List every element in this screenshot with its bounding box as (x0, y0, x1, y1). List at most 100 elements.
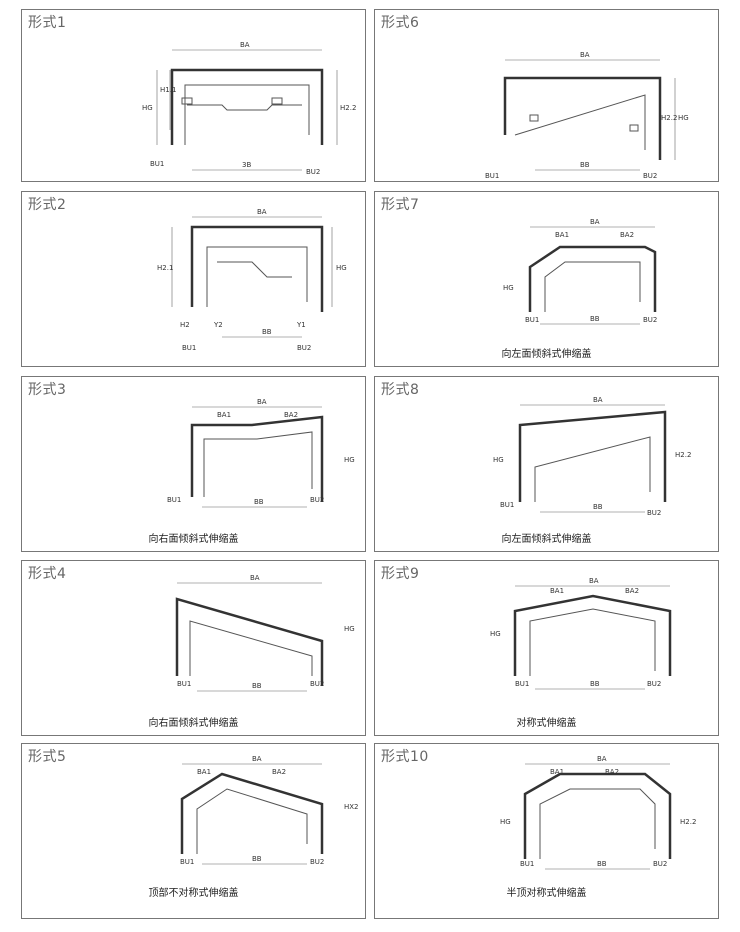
panel-caption: 顶部不对称式伸缩盖 (148, 888, 239, 899)
dim-label: BU1 (525, 316, 539, 324)
dim-label: BB (252, 682, 262, 690)
dim-label: BA2 (605, 768, 619, 776)
cover-outline (175, 597, 324, 686)
dim-label: BU2 (653, 860, 667, 868)
dim-label: BU2 (643, 172, 657, 180)
diagram-form-2: BA H2.1 HG BB BU1 BU2 Y2 Y1 H2 (157, 208, 347, 352)
diagram-form-7: BA BA1 BA2 BB BU1 BU2 HG (503, 218, 657, 325)
dim-label: H2 (180, 321, 190, 329)
cover-inner (529, 608, 656, 676)
dim-label: BA (257, 208, 267, 216)
dim-label: HG (142, 104, 153, 112)
slider-block (629, 124, 639, 132)
dim-label: BA2 (625, 587, 639, 595)
panel-caption: 半顶对称式伸缩盖 (506, 888, 587, 899)
dim-label: BU1 (500, 501, 514, 509)
dim-label: HG (503, 284, 514, 292)
dim-label: BU2 (306, 168, 320, 176)
dim-label: BU2 (647, 509, 661, 517)
dim-label: BU2 (310, 680, 324, 688)
dim-label: BU2 (310, 496, 324, 504)
dim-label: H2.2 (340, 104, 356, 112)
panel-form-9: 形式9 BA BA1 BA2 BB BU1 BU2 HG 对称式伸缩盖 (374, 560, 719, 736)
cover-outline (170, 68, 324, 145)
dim-label: BU1 (177, 680, 191, 688)
panel-form-5: 形式5 BA BA1 BA2 BB BU1 BU2 HX2 顶部不对称式伸缩盖 (21, 743, 366, 919)
dim-label: BB (593, 503, 603, 511)
dim-label: H1.1 (160, 86, 176, 94)
panel-caption: 对称式伸缩盖 (516, 718, 577, 729)
dim-label: BA1 (550, 768, 564, 776)
diagram-form-3: BA BA1 BA2 BB BU1 BU2 HG (167, 398, 355, 508)
dim-label: BA2 (272, 768, 286, 776)
panel-caption: 向右面倾斜式伸缩盖 (148, 718, 239, 729)
dim-label: BA (257, 398, 267, 406)
dim-label: BA1 (550, 587, 564, 595)
panel-title: 形式5 (28, 749, 67, 765)
cover-inner (514, 94, 646, 150)
panel-form-2: 形式2 BA H2.1 HG BB BU1 BU2 Y2 Y1 H2 (21, 191, 366, 367)
slider-block (181, 97, 193, 105)
cover-inner (203, 431, 313, 497)
cover-outline (190, 225, 324, 312)
dim-label: BB (252, 855, 262, 863)
dim-label: BB (590, 680, 600, 688)
dim-label: H2.2 (680, 818, 696, 826)
diagram-form-4: BA BB BU1 BU2 HG (175, 574, 355, 692)
dim-label: BA (580, 51, 590, 59)
guide-rail (187, 104, 302, 111)
cover-outline (503, 76, 662, 160)
dim-label: H2.2 (675, 451, 691, 459)
cover-inner (534, 436, 651, 502)
panel-title: 形式1 (28, 15, 67, 31)
dim-label: BB (262, 328, 272, 336)
dim-label: BU2 (310, 858, 324, 866)
dim-label: BA (590, 218, 600, 226)
panel-form-1: 形式1 BA HG H1.1 H2.2 3B BU1 BU2 (21, 9, 366, 182)
cover-outline (523, 772, 672, 859)
panel-title: 形式4 (28, 566, 67, 582)
dim-label: BU2 (643, 316, 657, 324)
dim-label: BB (597, 860, 607, 868)
cover-outline (180, 772, 324, 854)
cover-outline (528, 245, 657, 312)
dim-label: BB (254, 498, 264, 506)
dim-label: BA (240, 41, 250, 49)
dim-label: BU1 (485, 172, 499, 180)
dim-label: BU1 (180, 858, 194, 866)
dim-label: HG (344, 456, 355, 464)
diagram-form-9: BA BA1 BA2 BB BU1 BU2 HG (490, 577, 672, 690)
panel-title: 形式8 (381, 382, 420, 398)
dim-label: BA (589, 577, 599, 585)
dim-label: HG (490, 630, 501, 638)
panel-form-6: 形式6 BA HG H2.2 BB BU1 BU2 (374, 9, 719, 182)
dim-label: BA (250, 574, 260, 582)
diagram-form-6: BA HG H2.2 BB BU1 BU2 (485, 51, 689, 180)
diagram-form-8: BA BB BU1 BU2 HG H2.2 (493, 396, 691, 517)
dim-label: BU1 (520, 860, 534, 868)
panel-form-7: 形式7 BA BA1 BA2 BB BU1 BU2 HG 向左面倾斜式伸缩盖 (374, 191, 719, 367)
cover-outline (190, 415, 324, 502)
dim-label: Y1 (296, 321, 306, 329)
cover-inner (184, 84, 310, 145)
slider-block (271, 97, 283, 105)
slider-block (529, 114, 539, 122)
panel-title: 形式9 (381, 566, 420, 582)
dim-label: BU1 (167, 496, 181, 504)
dim-label: BA1 (217, 411, 231, 419)
cover-outline (513, 594, 672, 676)
panel-form-10: 形式10 BA BA1 BA2 BB BU1 BU2 HG H2.2 半顶对称式… (374, 743, 719, 919)
dim-label: BA2 (284, 411, 298, 419)
dim-label: H2.2 (661, 114, 677, 122)
dim-label: Y2 (213, 321, 223, 329)
dim-label: 3B (242, 161, 251, 169)
panel-form-8: 形式8 BA BB BU1 BU2 HG H2.2 向左面倾斜式伸缩盖 (374, 376, 719, 552)
cover-inner (539, 788, 656, 859)
dim-label: BA (593, 396, 603, 404)
panel-title: 形式10 (381, 749, 429, 765)
panel-title: 形式6 (381, 15, 420, 31)
cover-inner (196, 788, 308, 854)
dim-label: BB (590, 315, 600, 323)
dim-label: HG (344, 625, 355, 633)
diagram-form-5: BA BA1 BA2 BB BU1 BU2 HX2 (180, 755, 359, 866)
